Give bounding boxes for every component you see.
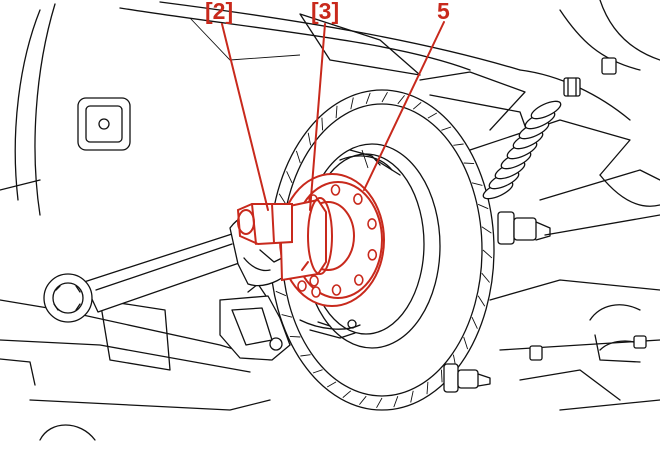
suspension-arms [419,71,660,411]
disc-slot [471,317,478,329]
bolt-hole [330,184,341,196]
disc-slot [275,290,287,297]
bolt-hole [367,218,377,230]
disc-slot [376,397,383,409]
disc-slot [463,162,475,165]
bolt-hole [311,286,321,298]
disc-slot [307,132,312,146]
disc-slot [453,143,464,146]
leader-line-2 [221,23,269,211]
bolt-hole [331,284,342,296]
disc-slot [412,102,422,110]
disc-slot [321,117,324,131]
bolt-hole [309,275,319,287]
disc-slot [300,354,311,357]
bolt-hole [353,193,363,205]
disc-slot [326,381,337,388]
disc-slot [397,95,405,105]
disc-slot [286,171,293,183]
spring-coil [530,100,562,120]
disc-slot [481,226,492,234]
disc-slot [410,390,414,403]
disc-slot [359,395,367,405]
disc-slot [463,336,469,350]
puller-bolt [236,203,293,246]
callout-label-3: [3] [311,0,340,24]
callout-label-5: 5 [437,0,450,24]
suspension-bolt-lower [443,363,491,393]
panel-plug [77,97,131,151]
disc-slot [295,150,301,164]
disc-slot [482,249,493,259]
disc-slot [471,182,483,186]
disc-slot [350,97,354,110]
brake-shoe-assembly [299,149,401,339]
disc-slot [440,369,443,383]
disc-slot [426,381,429,395]
disc-slot [278,193,287,205]
disc-slot [441,126,452,131]
bolt-hole [367,249,378,261]
coil-spring [482,100,562,200]
disc-slot [365,92,371,104]
disc-slot [477,295,486,307]
suspension-bolt-middle [497,211,551,245]
brake-caliper [219,283,291,361]
disc-slot [312,369,323,374]
disc-slot [381,91,388,103]
disc-slot [393,396,399,408]
disc-slot [281,314,293,318]
bolt-hole [353,274,364,286]
callout-label-2: [2] [205,0,234,24]
disc-slot [342,390,352,398]
disc-slot [335,105,338,119]
disc-slot [289,335,301,338]
disc-slot [481,272,490,283]
small-nut-right [529,335,647,361]
bolt-hole [297,280,307,292]
leader-line-5 [363,21,445,191]
leader-line-3 [309,23,326,211]
disc-slot [427,112,438,119]
callout-leaders [221,21,445,211]
disc-slot [477,203,489,210]
suspension-bolt-upper [563,57,617,97]
